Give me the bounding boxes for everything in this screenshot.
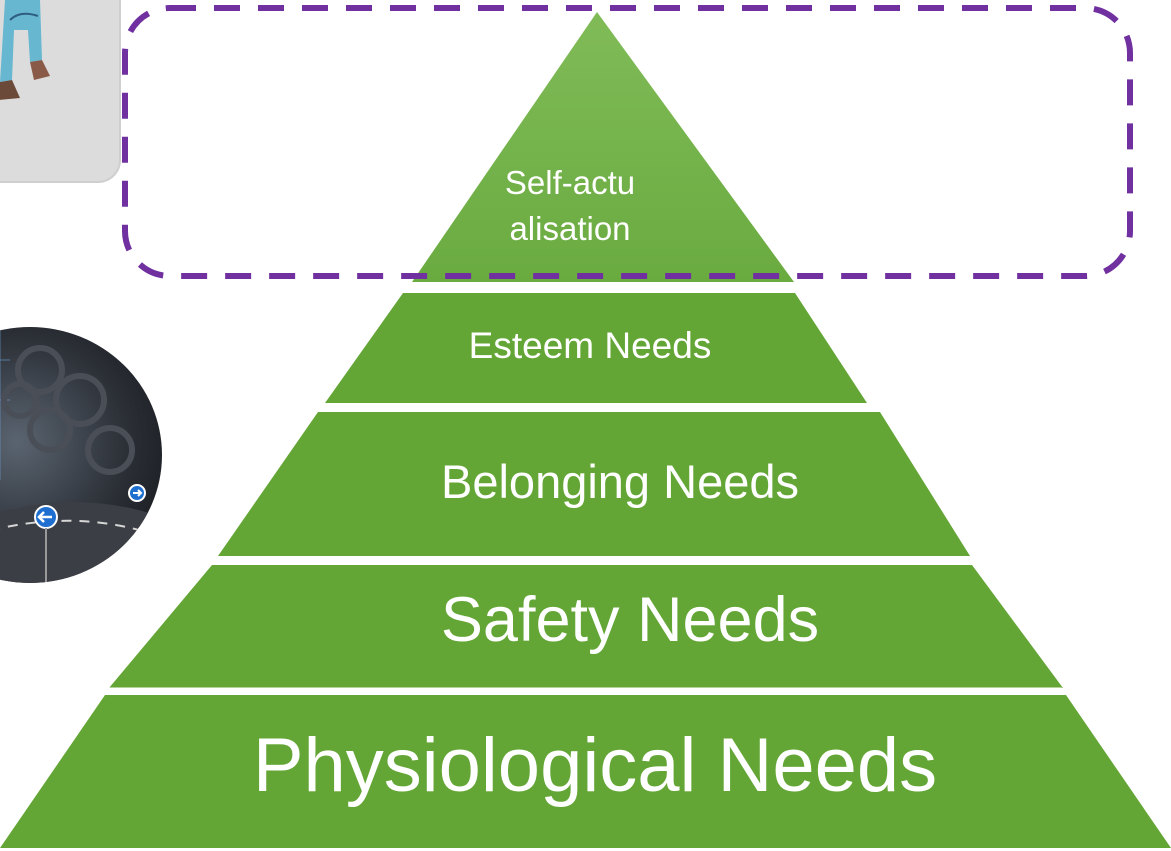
pyramid [0, 12, 1171, 848]
tier-esteem [325, 293, 867, 403]
label-esteem-needs: Esteem Needs [468, 325, 712, 366]
tier-self-actualisation [412, 12, 794, 282]
tier-safety [109, 565, 1063, 688]
label-self-actualisation-line1: Self-actu [504, 164, 636, 201]
tier-belonging [218, 412, 970, 556]
label-self-actualisation-line2: alisation [509, 210, 631, 247]
tier-separators [100, 285, 1062, 693]
label-self-actualisation: Self-actu alisation [470, 160, 670, 252]
circular-road-sign-photo [0, 327, 162, 583]
label-belonging-needs: Belonging Needs [441, 455, 799, 508]
label-safety-needs: Safety Needs [440, 585, 820, 655]
cartoon-figure-photo [0, 0, 121, 183]
label-physiological-needs: Physiological Needs [252, 723, 938, 808]
self-actualisation-highlight [122, 5, 1133, 279]
tier-physiological [0, 695, 1171, 848]
